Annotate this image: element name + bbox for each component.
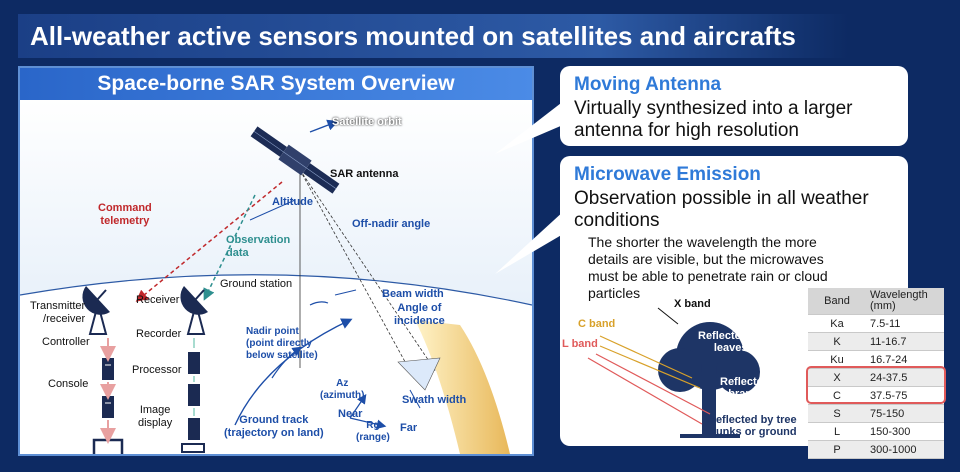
laptop-icon bbox=[181, 443, 205, 453]
server-icon bbox=[188, 384, 200, 406]
swath-band bbox=[415, 320, 510, 454]
near-label: Near bbox=[338, 408, 363, 420]
c-band-label: C band bbox=[578, 318, 616, 330]
table-cell: Ku bbox=[808, 350, 866, 369]
tree-diagram bbox=[587, 307, 760, 438]
swath-width-label: Swath width bbox=[402, 394, 467, 406]
table-cell: 300-1000 bbox=[866, 440, 944, 459]
ground-station-label: Ground station bbox=[220, 278, 293, 290]
command-telemetry-link bbox=[135, 181, 283, 302]
header-bar: All-weather active sensors mounted on sa… bbox=[18, 14, 848, 58]
wavelength-header: Wavelength(mm) bbox=[866, 288, 944, 315]
transmitter-label: Transmitter/receiver bbox=[30, 300, 86, 325]
table-cell: 37.5-75 bbox=[866, 386, 944, 405]
sar-diagram bbox=[20, 100, 532, 454]
table-cell: 150-300 bbox=[866, 422, 944, 441]
table-cell: L bbox=[808, 422, 866, 441]
x-band-label: X band bbox=[674, 298, 711, 310]
server-icon bbox=[188, 352, 200, 374]
beam-width-label: Beam width bbox=[382, 288, 444, 300]
monitor-icon bbox=[92, 438, 124, 454]
table-cell: 16.7-24 bbox=[866, 350, 944, 369]
recorder-label: Recorder bbox=[136, 328, 182, 340]
dish-antenna-icon bbox=[82, 286, 110, 335]
ground-track-arrow bbox=[234, 318, 353, 426]
satellite-orbit-label: Satellite orbit bbox=[332, 116, 402, 128]
range-label: Rg(range) bbox=[356, 420, 390, 443]
satellite-icon bbox=[250, 126, 340, 194]
server-icon bbox=[188, 418, 200, 440]
moving-antenna-title: Moving Antenna bbox=[574, 74, 722, 95]
table-cell: 7.5-11 bbox=[866, 314, 944, 333]
azimuth-label: Az(azimuth) bbox=[320, 378, 365, 401]
console-label: Console bbox=[48, 378, 89, 390]
table-cell: 11-16.7 bbox=[866, 332, 944, 351]
table-cell: S bbox=[808, 404, 866, 423]
l-band-label: L band bbox=[562, 338, 598, 350]
observation-data-link bbox=[203, 194, 256, 301]
table-cell: K bbox=[808, 332, 866, 351]
receiver-label: Receiver bbox=[136, 294, 180, 306]
microwave-title: Microwave Emission bbox=[574, 164, 761, 185]
sar-overview-panel: Space-borne SAR System Overview bbox=[18, 66, 534, 456]
callout-pointers bbox=[495, 100, 570, 274]
table-cell: C bbox=[808, 386, 866, 405]
controller-label: Controller bbox=[42, 336, 90, 348]
moving-antenna-callout: Moving Antenna Virtually synthesized int… bbox=[560, 66, 908, 146]
tree-icon bbox=[658, 322, 760, 438]
table-cell: X bbox=[808, 368, 866, 387]
server-icon bbox=[102, 396, 114, 418]
processor-label: Processor bbox=[132, 364, 182, 376]
band-header: Band bbox=[808, 288, 866, 315]
far-label: Far bbox=[400, 422, 418, 434]
server-icon bbox=[102, 358, 114, 380]
ground-track-label: Ground track(trajectory on land) bbox=[224, 414, 324, 439]
xc-band-highlight bbox=[806, 366, 946, 404]
page-title: All-weather active sensors mounted on sa… bbox=[30, 21, 796, 51]
table-cell: P bbox=[808, 440, 866, 459]
sar-antenna-label: SAR antenna bbox=[330, 168, 399, 180]
table-cell: 24-37.5 bbox=[866, 368, 944, 387]
table-cell: Ka bbox=[808, 314, 866, 333]
off-nadir-label: Off-nadir angle bbox=[352, 218, 431, 230]
table-cell: 75-150 bbox=[866, 404, 944, 423]
dish-antenna-icon bbox=[180, 286, 208, 335]
sar-panel-title: Space-borne SAR System Overview bbox=[20, 68, 532, 100]
altitude-label: Altitude bbox=[272, 196, 313, 208]
